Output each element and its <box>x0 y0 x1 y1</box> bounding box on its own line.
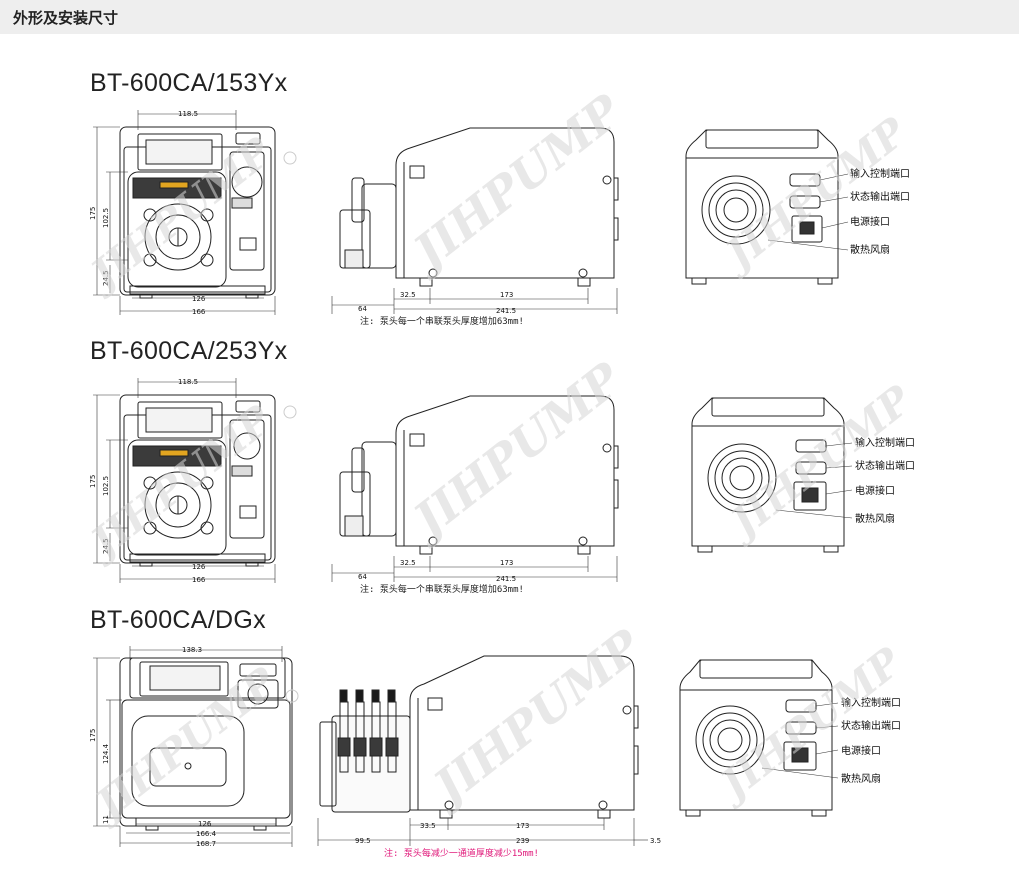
port-input-control: 输入控制端口 <box>841 696 901 709</box>
dim-total-width: 166 <box>192 576 206 584</box>
section-title: 外形及安装尺寸 <box>13 9 119 27</box>
model-title-3: BT-600CA/DGx <box>90 606 266 634</box>
dim-base-width: 126 <box>192 563 206 571</box>
dim-foot: 24.5 <box>102 538 110 554</box>
dim-total-width: 166 <box>192 308 206 316</box>
dim-base-width: 126 <box>198 820 212 828</box>
side-view <box>339 395 619 555</box>
dim-side-total: 241.5 <box>496 575 516 583</box>
watermark-3b: JIHPUMP <box>417 618 652 818</box>
dim-total-width: 168.7 <box>196 840 216 848</box>
dim-side-base: 173 <box>500 559 513 567</box>
port-status-output: 状态输出端口 <box>855 459 915 472</box>
note-3: 注: 泵头每减少一通道厚度减少15mm! <box>384 847 539 859</box>
dim-side-offset: 64 <box>358 305 367 313</box>
dim-height: 175 <box>89 475 97 488</box>
dim-width-top: 138.3 <box>182 646 202 654</box>
note-1: 注: 泵头每一个串联泵头厚度增加63mm! <box>360 315 524 327</box>
side-dimensions <box>317 818 648 846</box>
dim-side-total: 239 <box>516 837 529 845</box>
model-title-2: BT-600CA/253Yx <box>90 337 288 365</box>
watermark-1b: JIHPUMP <box>397 83 632 283</box>
dim-width-top: 118.5 <box>178 378 198 386</box>
rear-view <box>679 659 833 817</box>
front-view <box>119 657 299 831</box>
dim-side-rear: 3.5 <box>650 837 661 845</box>
dim-width-top: 118.5 <box>178 110 198 118</box>
port-power: 电源接口 <box>841 744 881 757</box>
front-dimensions <box>93 646 293 847</box>
dim-mid-width: 166.4 <box>196 830 217 838</box>
dim-side-offset: 64 <box>358 573 367 581</box>
dim-foot: 24.5 <box>102 270 110 286</box>
port-fan: 散热风扇 <box>850 243 890 256</box>
dim-height: 175 <box>89 729 97 742</box>
dim-height: 175 <box>89 207 97 220</box>
front-dimensions <box>93 378 276 583</box>
port-input-control: 输入控制端口 <box>855 436 915 449</box>
dim-base-width: 126 <box>192 295 206 303</box>
port-input-control: 输入控制端口 <box>850 167 910 180</box>
section-header: 外形及安装尺寸 <box>0 0 1019 34</box>
watermark-2b: JIHPUMP <box>397 351 632 551</box>
dim-side-total: 241.5 <box>496 307 516 315</box>
side-view <box>339 127 619 287</box>
port-power: 电源接口 <box>855 484 895 497</box>
dim-side-base: 173 <box>516 822 529 830</box>
front-view <box>119 394 297 567</box>
rear-view <box>691 397 845 553</box>
dim-side-front: 33.5 <box>420 822 436 830</box>
port-status-output: 状态输出端口 <box>850 190 910 203</box>
front-view <box>119 126 297 299</box>
port-fan: 散热风扇 <box>855 512 895 525</box>
port-status-output: 状态输出端口 <box>841 719 901 732</box>
dim-foot: 11 <box>102 815 110 824</box>
side-dimensions <box>331 288 618 314</box>
dim-side-front: 32.5 <box>400 559 416 567</box>
dim-side-base: 173 <box>500 291 513 299</box>
rear-view <box>685 129 839 285</box>
dim-side-offset: 99.5 <box>355 837 371 845</box>
dim-head-height: 102.5 <box>102 208 110 228</box>
port-power: 电源接口 <box>850 215 890 228</box>
dim-side-front: 32.5 <box>400 291 416 299</box>
side-view <box>319 655 639 819</box>
drawing-block-1: 118.5 175 102.5 24.5 126 166 64 32.5 173… <box>77 83 917 327</box>
model-title-1: BT-600CA/153Yx <box>90 69 288 97</box>
drawing-block-2: 118.5 175 102.5 24.5 126 166 64 32.5 173… <box>77 351 922 595</box>
side-dimensions <box>331 556 618 582</box>
note-2: 注: 泵头每一个串联泵头厚度增加63mm! <box>360 583 524 595</box>
port-fan: 散热风扇 <box>841 772 881 785</box>
drawing-block-3: 138.3 175 124.4 11 126 166.4 168.7 99.5 … <box>82 618 912 859</box>
dim-head-height: 102.5 <box>102 476 110 496</box>
dim-head-height: 124.4 <box>102 743 110 764</box>
front-dimensions <box>93 110 276 315</box>
